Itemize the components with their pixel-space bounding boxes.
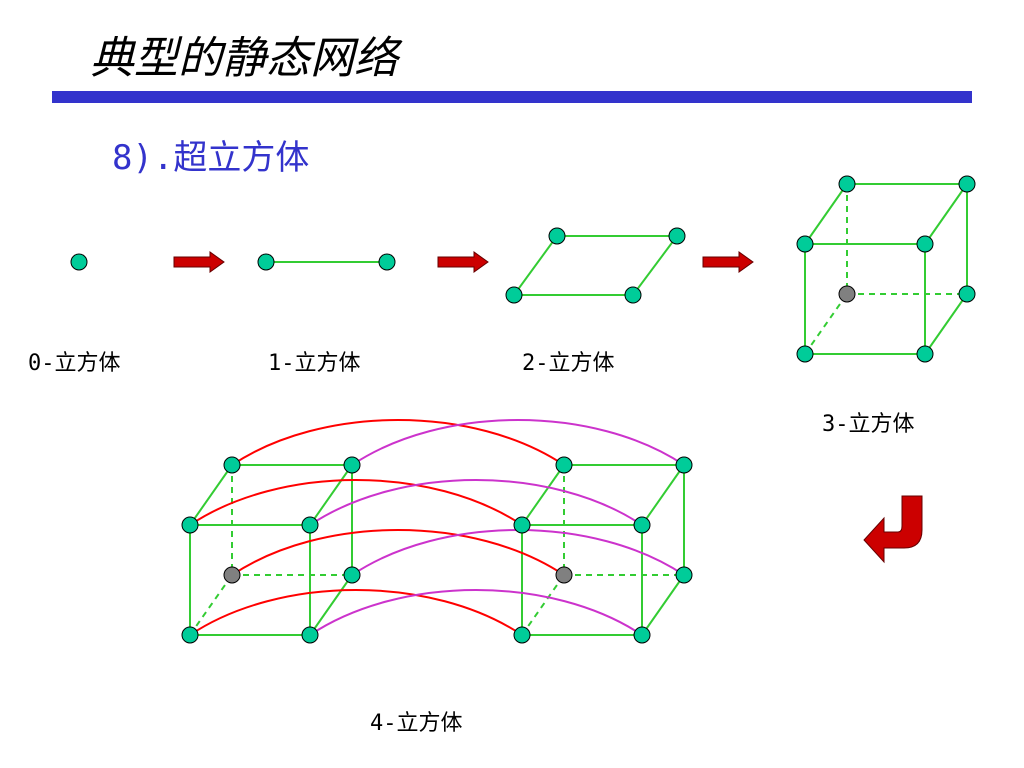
node-4-cube-left (181, 516, 199, 534)
arrow-right-3 (702, 251, 754, 273)
node-3-cube (916, 235, 934, 253)
edge-4-cube-right (641, 574, 685, 636)
return-arrow-icon (863, 495, 923, 564)
link-red (189, 589, 523, 636)
node-4-cube-right (555, 456, 573, 474)
slide-title: 典型的静态网络 (90, 33, 398, 84)
edge-4-cube-left (309, 574, 353, 636)
node-3-cube (796, 235, 814, 253)
node-4-cube-left (301, 626, 319, 644)
link-red (231, 419, 565, 466)
node-2-cube (624, 286, 642, 304)
node-4-cube-left-hidden (223, 566, 241, 584)
edge-4-cube-right (521, 464, 565, 526)
node-4-cube-right (633, 516, 651, 534)
link-magenta (309, 589, 643, 636)
node-1-cube-b (378, 253, 396, 271)
cube-nodes (70, 175, 976, 644)
edge-2-cube (632, 235, 678, 296)
node-4-cube-right (675, 566, 693, 584)
edge-3-cube (924, 293, 968, 355)
node-0-cube (70, 253, 88, 271)
node-3-cube (838, 175, 856, 193)
arrow-right-1 (173, 251, 225, 273)
link-magenta (309, 479, 643, 526)
edge-4-cube-right (641, 464, 685, 526)
node-3-cube (958, 175, 976, 193)
link-red (189, 479, 523, 526)
link-magenta (351, 529, 685, 576)
hypercube-links (189, 419, 685, 636)
node-4-cube-left (223, 456, 241, 474)
arrow-right-2 (437, 251, 489, 273)
node-3-cube (796, 345, 814, 363)
node-3-cube (958, 285, 976, 303)
node-4-cube-right (513, 516, 531, 534)
node-2-cube (668, 227, 686, 245)
cube-edges (189, 183, 968, 636)
label-2-cube: 2-立方体 (522, 351, 615, 376)
node-3-cube-hidden (838, 285, 856, 303)
node-2-cube (548, 227, 566, 245)
node-4-cube-right (633, 626, 651, 644)
node-4-cube-right (675, 456, 693, 474)
edge-4-cube-left-hidden (189, 574, 233, 636)
node-2-cube (505, 286, 523, 304)
link-red (231, 529, 565, 576)
node-4-cube-left (301, 516, 319, 534)
edge-2-cube (513, 235, 558, 296)
label-4-cube: 4-立方体 (370, 711, 463, 736)
edge-4-cube-left (189, 464, 233, 526)
edge-3-cube (804, 183, 848, 245)
edge-4-cube-left (309, 464, 353, 526)
node-4-cube-left (343, 566, 361, 584)
label-0-cube: 0-立方体 (28, 351, 121, 376)
node-1-cube-a (257, 253, 275, 271)
title-underline-bar (52, 91, 972, 103)
progression-arrows (173, 251, 923, 564)
node-4-cube-right-hidden (555, 566, 573, 584)
edge-3-cube-hidden (804, 293, 848, 355)
section-heading: 8).超立方体 (112, 138, 310, 178)
label-3-cube: 3-立方体 (822, 412, 915, 437)
node-3-cube (916, 345, 934, 363)
link-magenta (351, 419, 685, 466)
edge-3-cube (924, 183, 968, 245)
node-4-cube-left (181, 626, 199, 644)
node-4-cube-left (343, 456, 361, 474)
edge-4-cube-right-hidden (521, 574, 565, 636)
node-4-cube-right (513, 626, 531, 644)
label-1-cube: 1-立方体 (268, 351, 361, 376)
